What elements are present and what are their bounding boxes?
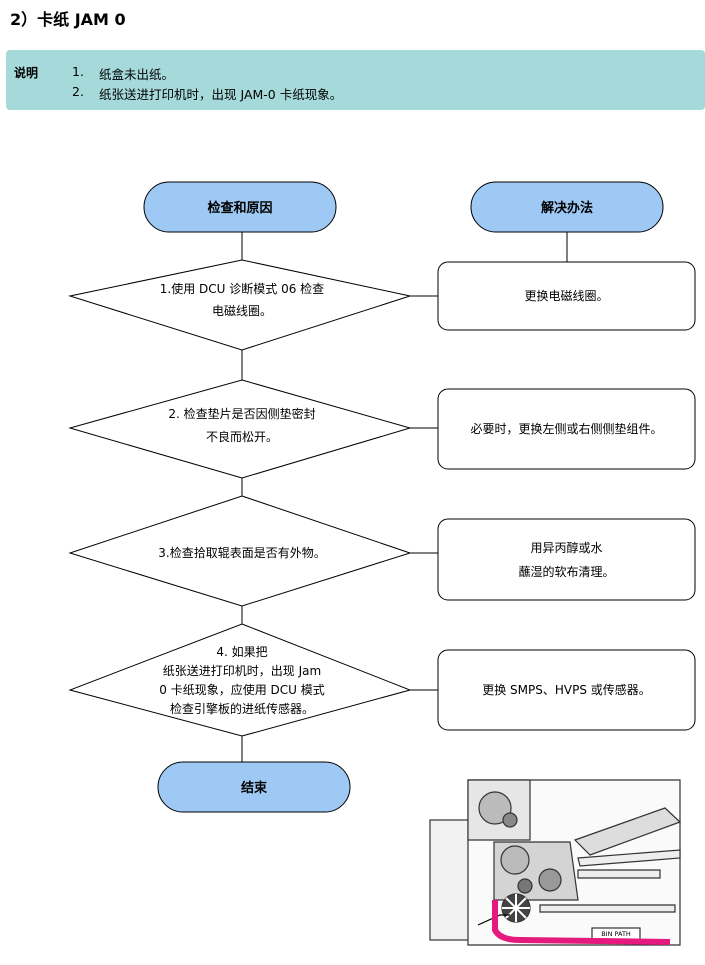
note-item: 纸张送进打印机时，出现 JAM-0 卡纸现象。 <box>99 87 343 102</box>
note-item: 纸盒未出纸。 <box>99 67 175 82</box>
right-header-label: 解决办法 <box>540 201 593 216</box>
check-text: 检查引擎板的进纸传感器。 <box>169 702 314 716</box>
solution-box <box>437 518 696 601</box>
check-text: 2. 检查垫片是否因侧垫密封 <box>168 407 316 421</box>
solution-box <box>437 261 696 331</box>
check-text: 3.检查拾取辊表面是否有外物。 <box>158 546 326 560</box>
right-header-pill <box>470 181 664 233</box>
check-text: 不良而松开。 <box>205 430 278 444</box>
check-text: 1.使用 DCU 诊断模式 06 检查 <box>159 282 325 296</box>
decision-diamond <box>68 379 412 479</box>
paper-path <box>492 900 671 945</box>
bin-path-label: BIN PATH <box>601 930 631 938</box>
page-title: 2）卡纸 JAM 0 <box>10 10 126 29</box>
end-pill <box>157 761 351 813</box>
solution-text: 蘸湿的软布清理。 <box>518 565 615 579</box>
solution-box <box>437 388 696 470</box>
end-label: 结束 <box>240 781 267 796</box>
left-header-pill <box>143 181 337 233</box>
solution-text: 更换 SMPS、HVPS 或传感器。 <box>482 683 651 697</box>
decision-diamond <box>68 623 412 737</box>
decision-diamond <box>68 495 412 607</box>
check-text: 电磁线圈。 <box>211 304 272 318</box>
check-text: 0 卡纸现象，应使用 DCU 模式 <box>159 683 325 697</box>
left-header-label: 检查和原因 <box>207 201 273 216</box>
note-label: 说明 <box>14 66 39 80</box>
decision-diamond <box>68 259 412 351</box>
printer-diagram <box>429 779 682 946</box>
solution-text: 用异丙醇或水 <box>530 541 603 555</box>
check-text: 纸张送进打印机时，出现 Jam <box>162 664 322 678</box>
check-text: 4. 如果把 <box>216 645 268 659</box>
note-box: 说明 1. 纸盒未出纸。 2. 纸张送进打印机时，出现 JAM-0 卡纸现象。 <box>6 50 705 110</box>
note-item-number: 1. <box>72 64 84 79</box>
solution-text: 必要时，更换左侧或右侧侧垫组件。 <box>470 422 663 436</box>
solution-text: 更换电磁线圈。 <box>524 289 609 303</box>
note-item-number: 2. <box>72 84 84 99</box>
solution-box <box>437 649 696 731</box>
